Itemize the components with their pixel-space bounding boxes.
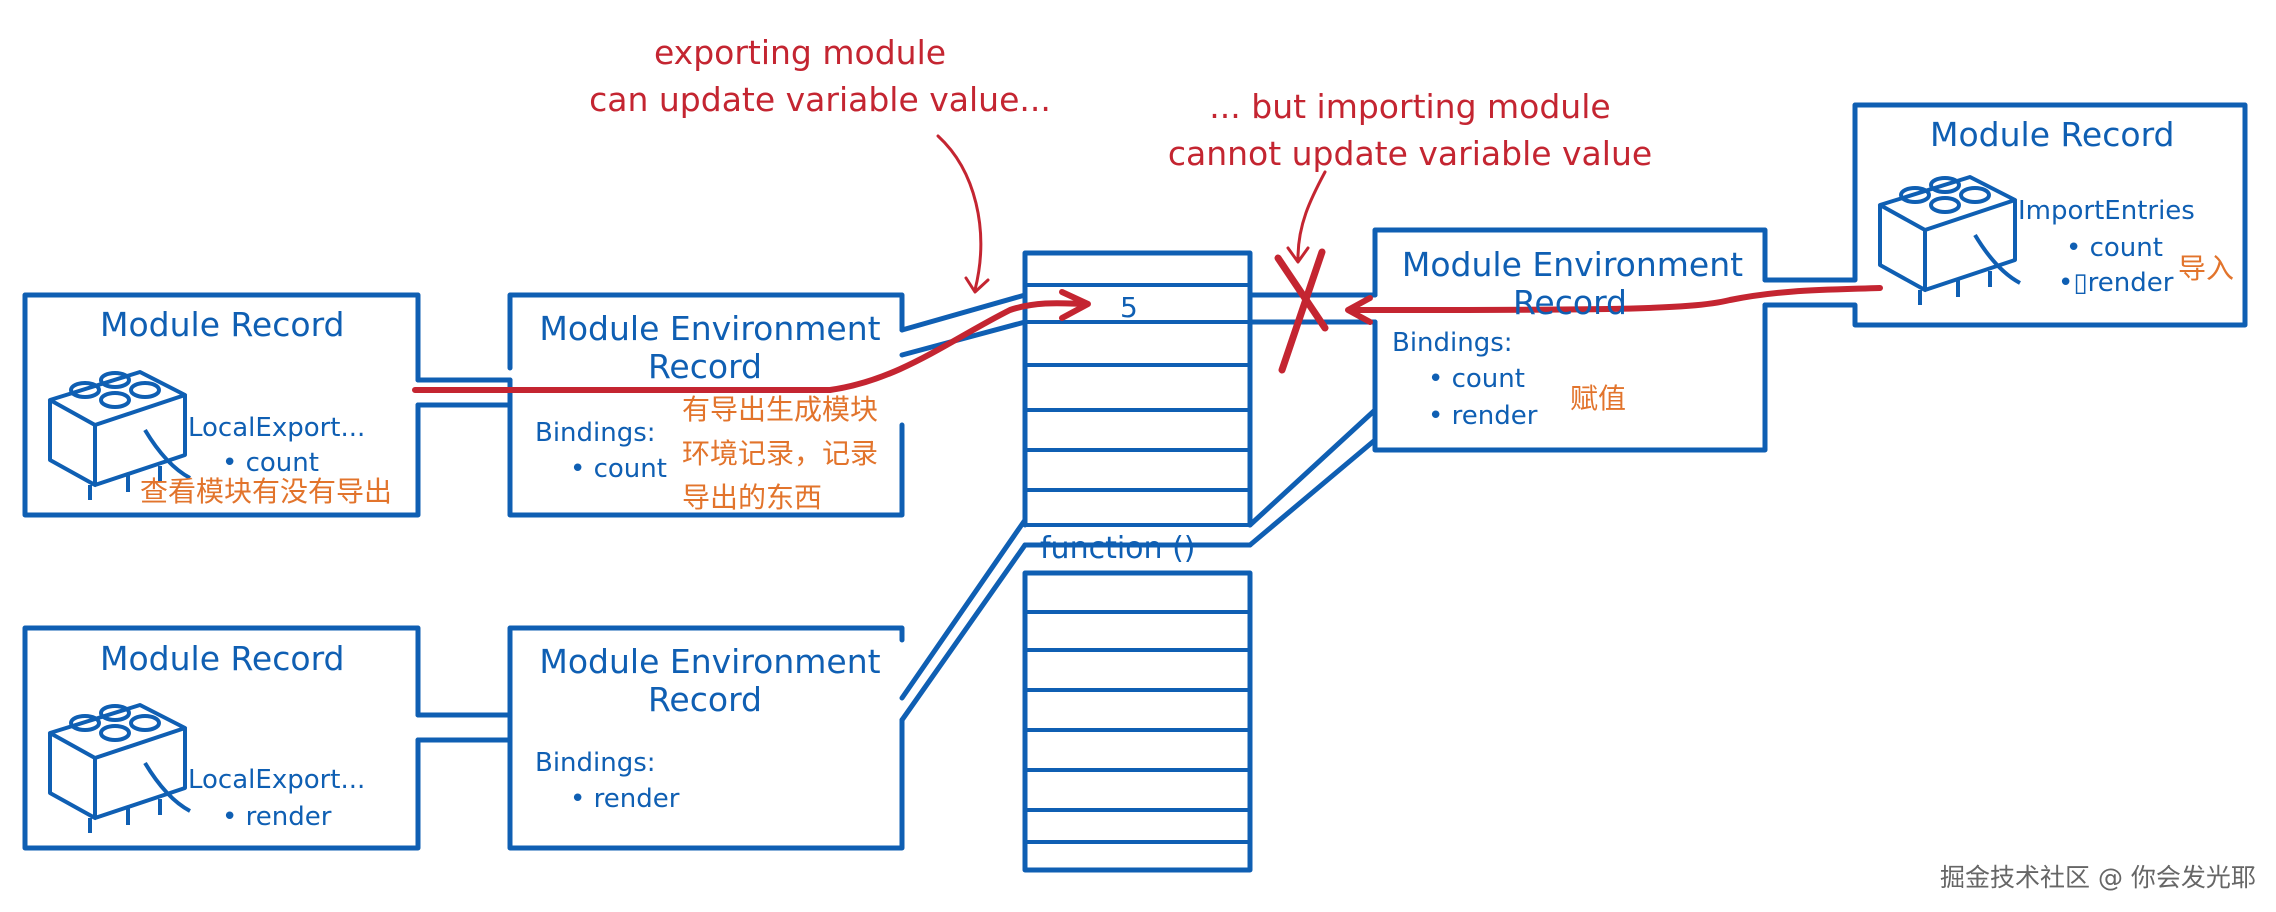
env-right-title-line1: Module Environment	[1401, 245, 1744, 284]
annotation-exporting-line2: can update variable value...	[589, 80, 1051, 119]
connector-env-memory-top	[899, 292, 1028, 358]
importing-pointer-head	[1286, 246, 1310, 264]
record-bottom-left-label: LocalExport...	[188, 765, 366, 795]
export-flow-line	[412, 300, 1088, 393]
watermark: 掘金技术社区 @ 你会发光耶	[1940, 863, 2256, 892]
env-top-left-note-line2: 环境记录，记录	[682, 437, 879, 470]
record-right-title: Module Record	[1930, 115, 2175, 154]
record-top-left-item: • count	[222, 448, 319, 478]
annotation-exporting-line1: exporting module	[653, 33, 947, 72]
env-bottom-left-title-line2: Record	[647, 680, 763, 719]
env-bottom-left-title-line1: Module Environment	[539, 642, 881, 681]
exporting-pointer	[936, 134, 983, 292]
env-right-bindings-label: Bindings:	[1392, 328, 1513, 358]
env-right-note: 赋值	[1570, 382, 1627, 415]
memory-cell-lines	[1023, 283, 1252, 844]
env-top-left-bindings-label: Bindings:	[535, 418, 656, 448]
record-right-item-count: • count	[2066, 233, 2163, 263]
record-right-label: ImportEntries	[2018, 196, 2195, 226]
env-right-box	[1372, 227, 1768, 453]
record-right-item-render: •▯render	[2058, 268, 2174, 298]
record-top-left-title: Module Record	[100, 305, 345, 344]
record-bottom-left-box	[22, 625, 421, 851]
env-right-item-render: • render	[1428, 401, 1538, 431]
record-bottom-left-title: Module Record	[100, 639, 345, 678]
memory-column	[1022, 250, 1253, 873]
record-top-left-box	[22, 292, 421, 518]
connector-env-memory-bottom	[899, 517, 1028, 723]
env-right-item-count: • count	[1428, 364, 1525, 394]
env-top-left-title-line2: Record	[647, 347, 763, 386]
record-top-left-note: 查看模块有没有导出	[140, 475, 393, 508]
arrow-icon-left	[1345, 295, 1373, 325]
connector-record-env-bottom	[415, 712, 513, 743]
importing-pointer	[1296, 170, 1327, 260]
record-top-left-label: LocalExport...	[188, 413, 366, 443]
env-top-left-title-line1: Module Environment	[539, 309, 881, 348]
import-flow-line	[1349, 285, 1883, 313]
exporting-pointer-head	[964, 276, 990, 294]
lego-brick-icon	[48, 175, 2021, 833]
env-top-left-note-line1: 有导出生成模块	[682, 393, 879, 426]
env-top-left-note-line3: 导出的东西	[682, 481, 823, 514]
annotation-importing-line2: cannot update variable value	[1167, 134, 1653, 173]
annotation-importing-line1: ... but importing module	[1209, 87, 1611, 126]
env-right-title-line2: Record	[1512, 283, 1628, 322]
cross-out-icon	[1274, 248, 1329, 374]
connector-memory-right-env-lower	[1247, 407, 1378, 548]
env-bottom-left-item: • render	[570, 784, 680, 814]
record-right-box	[1762, 102, 2248, 328]
record-bottom-left-item: • render	[222, 802, 332, 832]
memory-function-cell: function ()	[1040, 531, 1196, 566]
arrow-icon	[1059, 289, 1091, 321]
connector-record-env-top	[415, 377, 513, 408]
env-top-left-box	[507, 292, 905, 518]
connector-memory-right-env	[1247, 292, 1378, 325]
env-bottom-left-bindings-label: Bindings:	[535, 748, 656, 778]
record-right-note: 导入	[2178, 252, 2235, 285]
env-bottom-left-box	[507, 625, 905, 851]
env-top-left-item: • count	[570, 454, 667, 484]
memory-value-cell: 5	[1120, 291, 1138, 324]
